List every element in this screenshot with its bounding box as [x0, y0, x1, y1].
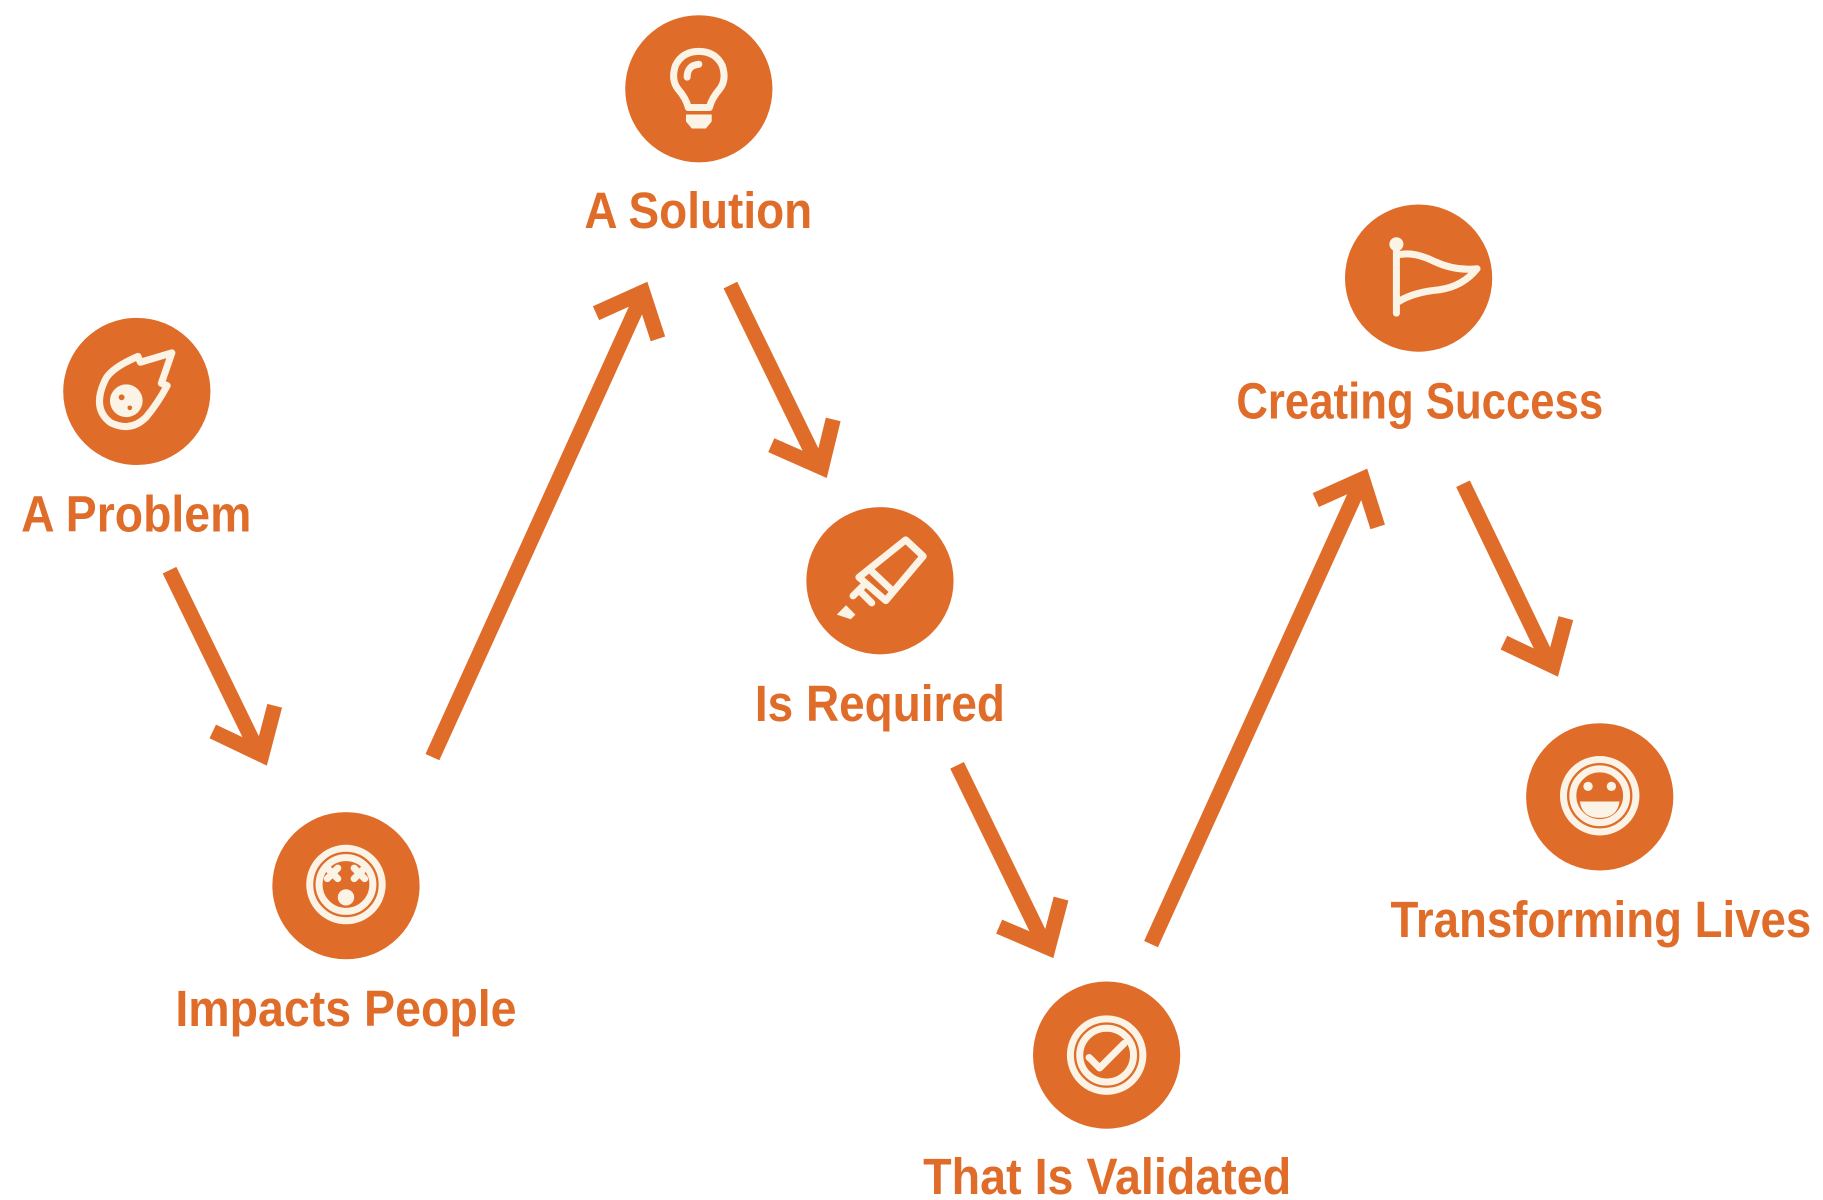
step-label: A Solution [584, 181, 812, 239]
step-label: Impacts People [175, 979, 516, 1037]
step-label: A Problem [21, 485, 251, 543]
arrow-validated-to-success [1144, 468, 1385, 948]
step-transforming-lives: Transforming Lives [1391, 723, 1812, 948]
lightbulb-icon [670, 47, 728, 129]
step-creating-success: Creating Success [1236, 204, 1603, 429]
smiley-face-icon [1559, 755, 1640, 836]
flag-icon [1389, 237, 1481, 317]
arrow-solution-to-required [723, 281, 841, 478]
arrow-required-to-validated [950, 762, 1069, 959]
step-is-required: Is Required [755, 507, 1005, 732]
meteor-icon [96, 349, 176, 431]
step-that-is-validated: That Is Validated [923, 981, 1291, 1200]
step-label: Is Required [755, 674, 1005, 732]
step-a-problem: A Problem [21, 317, 251, 543]
step-impacts-people: Impacts People [175, 812, 517, 1037]
step-label: Creating Success [1236, 371, 1603, 429]
step-label: That Is Validated [923, 1147, 1291, 1200]
step-a-solution: A Solution [584, 15, 812, 239]
dizzy-face-icon [306, 844, 386, 925]
arrow-problem-to-impacts [162, 566, 283, 766]
check-circle-icon [1066, 1015, 1147, 1095]
arrow-impacts-to-solution [425, 281, 666, 761]
step-label: Transforming Lives [1391, 890, 1812, 948]
syringe-icon [836, 536, 927, 620]
arrow-success-to-lives [1456, 480, 1574, 677]
